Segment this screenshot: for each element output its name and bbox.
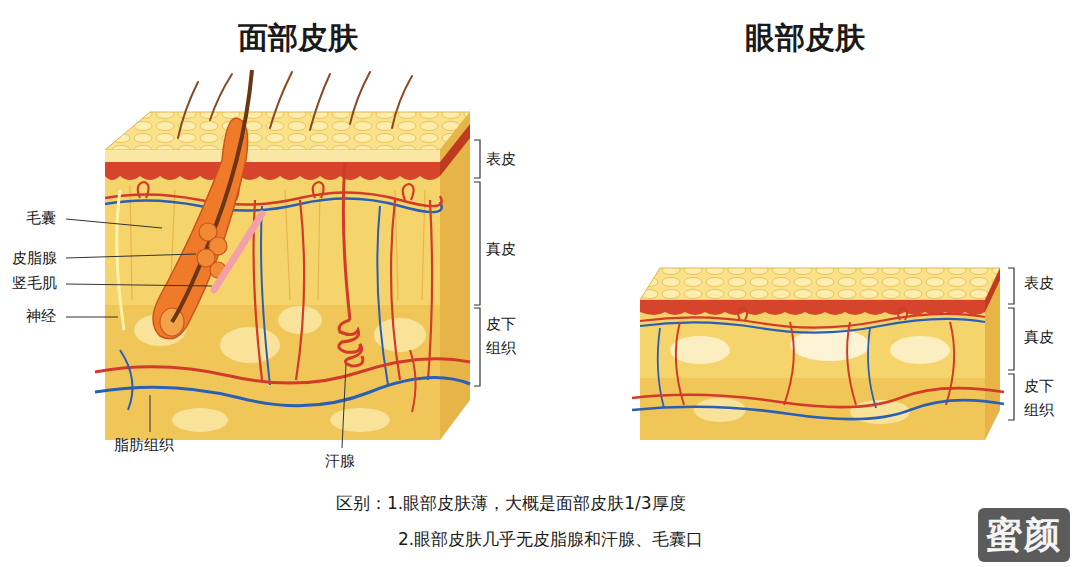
caption-line: 区别：1.眼部皮肤薄，大概是面部皮肤1/3厚度 (336, 492, 686, 515)
figure-title: 眼部皮肤 (745, 18, 865, 59)
layer-label: 表皮 (1024, 274, 1054, 293)
layer-brackets (1008, 268, 1014, 420)
part-label: 脂肪组织 (114, 436, 174, 455)
part-label: 神经 (26, 307, 56, 326)
layer-label: 表皮 (486, 150, 516, 169)
part-label: 皮脂腺 (12, 249, 57, 268)
part-label: 竖毛肌 (12, 274, 57, 293)
watermark-badge: 蜜颜 (978, 508, 1070, 562)
figure-title: 面部皮肤 (238, 18, 358, 59)
part-label: 汗腺 (325, 452, 355, 471)
layer-label: 皮下组织 (486, 312, 516, 360)
caption-line: 2.眼部皮肤几乎无皮脂腺和汗腺、毛囊口 (398, 528, 703, 551)
layer-brackets (474, 140, 480, 386)
layer-label: 真皮 (486, 240, 516, 259)
layer-label: 皮下组织 (1024, 374, 1054, 422)
watermark-text: 蜜颜 (986, 511, 1062, 560)
part-label: 毛囊 (26, 209, 56, 228)
eye-skin-block (632, 268, 1004, 440)
layer-label: 真皮 (1024, 328, 1054, 347)
leader-lines (66, 219, 346, 448)
